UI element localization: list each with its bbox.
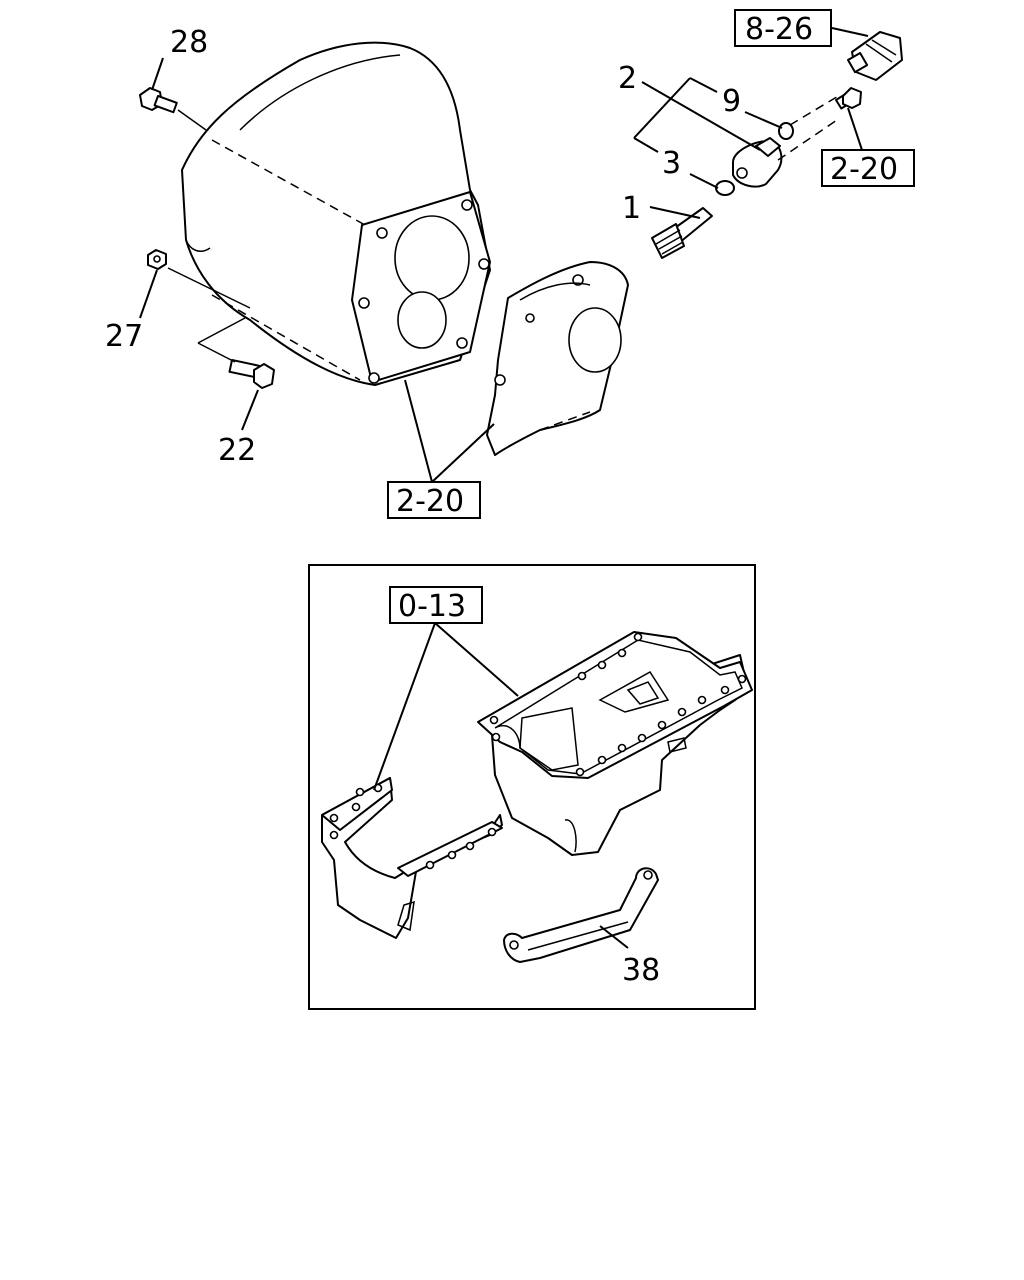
ref-2-20-lower-label: 2-20: [396, 484, 464, 519]
bolt-part-22: [197, 317, 275, 389]
leader-lines-upper: [139, 27, 869, 483]
leader-lines-lower: [373, 622, 629, 949]
bracket-part-38: [503, 867, 659, 963]
ref-8-26-label: 8-26: [745, 12, 813, 47]
callout-38: 38: [622, 953, 660, 988]
callout-3: 3: [662, 146, 681, 181]
callout-2: 2: [618, 61, 637, 96]
ref-2-20-upper-label: 2-20: [830, 152, 898, 187]
inset-frame: [308, 564, 756, 1010]
ref-box-2-20-upper[interactable]: 2-20: [821, 149, 915, 187]
ref-box-2-20-lower[interactable]: 2-20: [387, 481, 481, 519]
flywheel-housing: [181, 41, 491, 386]
callout-27: 27: [105, 319, 143, 354]
ref-0-13-label: 0-13: [398, 589, 466, 624]
bolt-part-28: [139, 87, 207, 131]
cover-plate: [486, 261, 629, 456]
callout-1: 1: [622, 191, 641, 226]
ref-box-8-26[interactable]: 8-26: [734, 9, 832, 47]
bolt-2-20-upper: [835, 87, 862, 110]
callout-9: 9: [722, 84, 741, 119]
ref-box-0-13[interactable]: 0-13: [389, 586, 483, 624]
crankcase-adapter: [321, 777, 503, 939]
oil-pan: [477, 631, 753, 856]
callout-28: 28: [170, 25, 208, 60]
nut-part-27: [147, 249, 251, 309]
speed-sensor: [847, 31, 903, 81]
callout-22: 22: [218, 433, 256, 468]
